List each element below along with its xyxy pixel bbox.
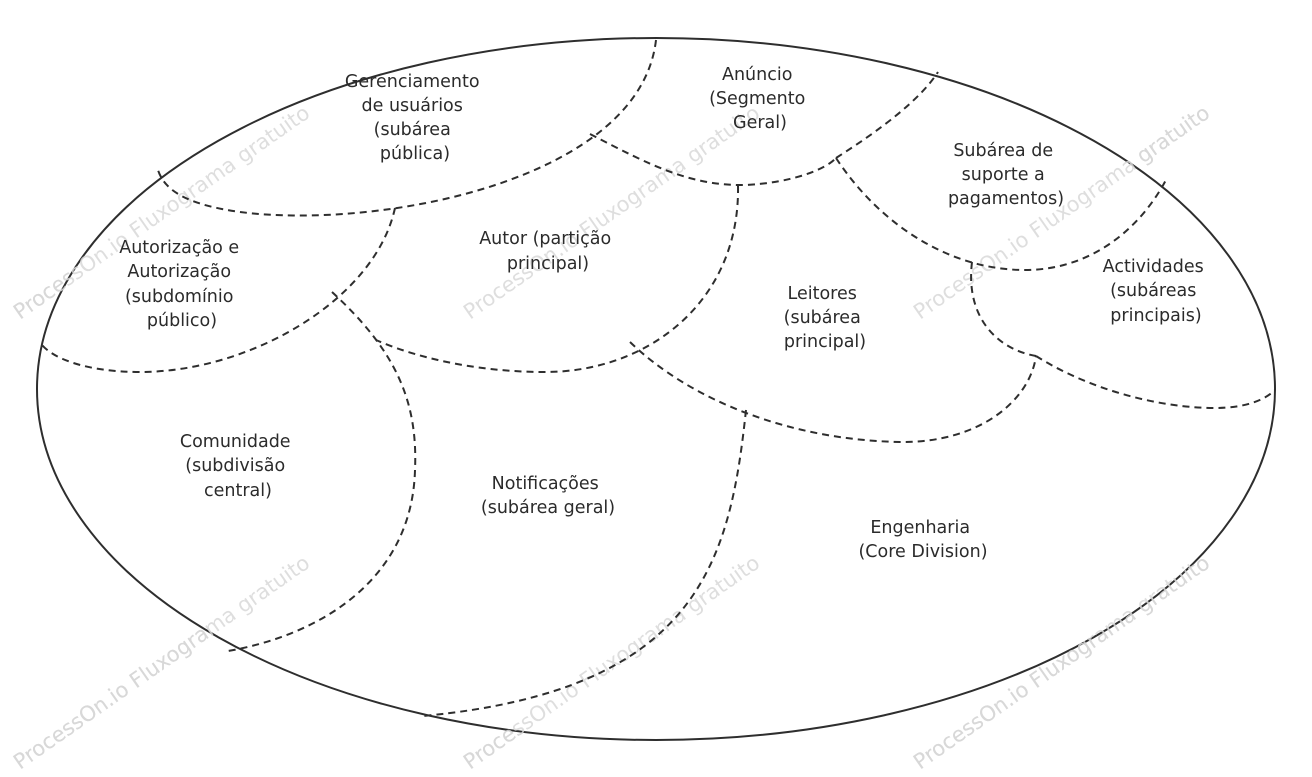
label-line: central): [204, 481, 272, 501]
label-line: Engenharia: [870, 518, 970, 538]
label-line: Geral): [733, 113, 787, 133]
label-line: Notificações: [492, 474, 599, 494]
label-line: de usuários: [362, 96, 463, 116]
region-notifications: Notificações (subárea geral): [481, 474, 615, 518]
boundary-announcement-left: [589, 133, 837, 187]
region-author: Autor (partição principal): [479, 229, 617, 274]
label-line: (subdivisão: [185, 456, 285, 476]
region-payment-support: Subárea de suporte a pagamentos): [948, 141, 1064, 209]
region-engineering: Engenharia (Core Division): [858, 518, 987, 562]
label-line: Autorização e: [119, 238, 239, 258]
region-community: Comunidade (subdivisão central): [180, 432, 296, 501]
label-line: Leitores: [788, 284, 857, 304]
region-readers: Leitores (subárea principal): [784, 284, 867, 352]
label-line: Comunidade: [180, 432, 291, 452]
outer-ellipse: [36, 37, 1276, 741]
region-activities: Actividades (subáreas principais): [1103, 257, 1210, 326]
label-line: principal): [507, 254, 589, 274]
boundary-notifications: [422, 409, 747, 717]
boundary-activities-bottom: [1035, 355, 1276, 410]
label-line: Anúncio: [722, 65, 792, 85]
label-line: Autor (partição: [479, 229, 611, 249]
region-authorization: Autorização e Autorização (subdomínio pú…: [119, 238, 245, 331]
boundary-announcement-right: [835, 71, 939, 159]
boundary-activities-left: [970, 261, 1037, 357]
boundary-author-bottom: [375, 185, 740, 374]
region-labels: Gerenciamento de usuários (subárea públi…: [119, 65, 1210, 562]
label-line: (subárea: [784, 308, 861, 328]
label-line: público): [147, 311, 217, 331]
boundary-community: [227, 291, 417, 652]
label-line: pública): [380, 144, 450, 164]
label-line: suporte a: [962, 165, 1045, 185]
boundary-payment: [835, 157, 1168, 272]
region-announcement: Anúncio (Segmento Geral): [709, 65, 811, 133]
label-line: Actividades: [1103, 257, 1204, 277]
label-line: Subárea de: [953, 141, 1053, 161]
label-line: (subáreas: [1110, 281, 1196, 301]
label-line: (Core Division): [858, 542, 987, 562]
label-line: (subárea geral): [481, 498, 615, 518]
region-user-management: Gerenciamento de usuários (subárea públi…: [345, 72, 485, 164]
boundary-user-management: [157, 39, 657, 217]
label-line: principal): [784, 332, 866, 352]
label-line: principais): [1110, 306, 1201, 326]
label-line: (subdomínio: [125, 287, 234, 307]
label-line: pagamentos): [948, 189, 1064, 209]
label-line: (subárea: [374, 120, 451, 140]
label-line: Gerenciamento: [345, 72, 480, 92]
label-line: (Segmento: [709, 89, 805, 109]
label-line: Autorização: [127, 262, 231, 282]
boundary-readers: [629, 341, 1037, 444]
boundary-authorization: [41, 207, 396, 374]
region-boundaries: [41, 39, 1276, 717]
